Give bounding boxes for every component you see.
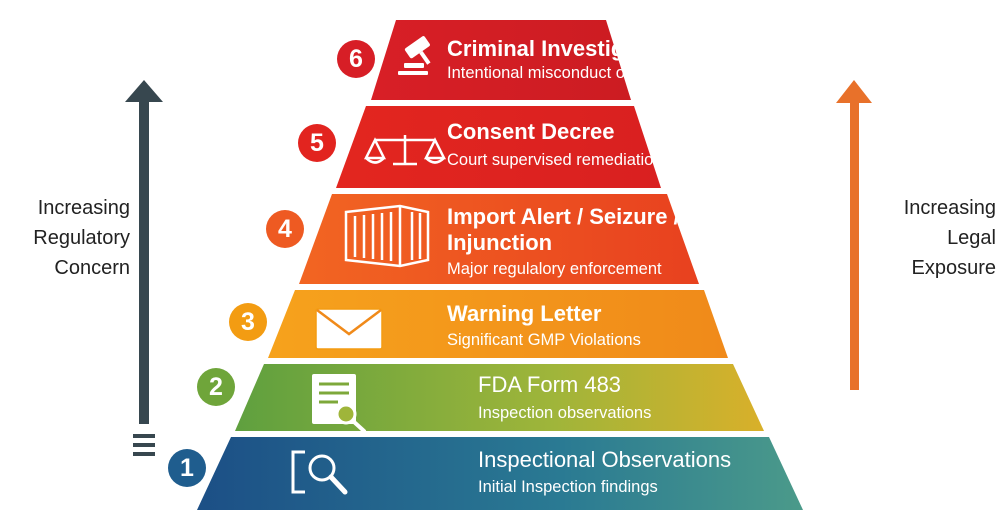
right-up-arrow <box>836 80 872 390</box>
tier-2-band <box>235 364 764 431</box>
document-search-icon <box>312 374 366 433</box>
tier-5-number-badge: 5 <box>298 124 336 162</box>
tier-1-number-badge: 1 <box>168 449 206 487</box>
tier-6-text: Criminal Investigation Intentional misco… <box>447 36 677 84</box>
tier-6-number-badge: 6 <box>337 40 375 78</box>
tier-3-number-badge: 3 <box>229 303 267 341</box>
right-axis-line-1: Increasing <box>903 197 996 219</box>
tier-1-text: Inspectional Observations Initial Inspec… <box>478 447 731 498</box>
right-axis-line-2: Legal <box>947 227 996 249</box>
tier-4-title-line-1: Import Alert / Seizure / <box>447 204 680 229</box>
gavel-icon <box>398 36 431 75</box>
tier-2-title: FDA Form 483 <box>478 372 622 397</box>
tier-3-text: Warning Letter Significant GMP Violation… <box>447 301 641 351</box>
tier-6-title: Criminal Investigation <box>447 36 677 61</box>
tier-5-title: Consent Decree <box>447 119 615 144</box>
tier-1-band <box>197 437 803 510</box>
left-axis-line-3: Concern <box>54 257 130 279</box>
tier-1-subtitle: Initial Inspection findings <box>478 478 658 496</box>
left-axis-line-2: Regulatory <box>33 227 130 249</box>
tier-4-number-badge: 4 <box>266 210 304 248</box>
tier-3-band <box>268 290 728 358</box>
tier-2-subtitle: Inspection observations <box>478 404 652 422</box>
tier-4-subtitle: Major regulalory enforcement <box>447 260 662 278</box>
left-axis-line-1: Increasing <box>37 197 130 219</box>
tier-3-title: Warning Letter <box>447 301 602 326</box>
tier-3-subtitle: Significant GMP Violations <box>447 331 641 349</box>
tier-5-subtitle: Court supervised remediation <box>447 151 663 169</box>
tier-4-title-line-2: Injunction <box>447 230 553 255</box>
left-axis-label: Increasing Regulatory Concern <box>0 193 130 283</box>
envelope-icon <box>315 308 383 350</box>
tier-5-band <box>336 106 661 188</box>
right-axis-line-3: Exposure <box>911 257 997 279</box>
magnifier-icon <box>291 450 348 495</box>
tier-6-band <box>371 20 631 100</box>
shipping-container-icon <box>344 204 430 268</box>
tier-2-text: FDA Form 483 Inspection observations <box>478 372 651 424</box>
left-up-arrow <box>125 80 163 456</box>
scales-icon <box>363 135 447 166</box>
right-axis-label: Increasing Legal Exposure <box>866 193 996 283</box>
tier-5-text: Consent Decree Court supervised remediat… <box>447 119 663 171</box>
tier-6-subtitle: Intentional misconduct or fraud <box>447 64 673 82</box>
tier-2-number-badge: 2 <box>197 368 235 406</box>
tier-4-text: Import Alert / Seizure / Injunction Majo… <box>447 204 680 280</box>
tier-1-title: Inspectional Observations <box>478 447 732 472</box>
